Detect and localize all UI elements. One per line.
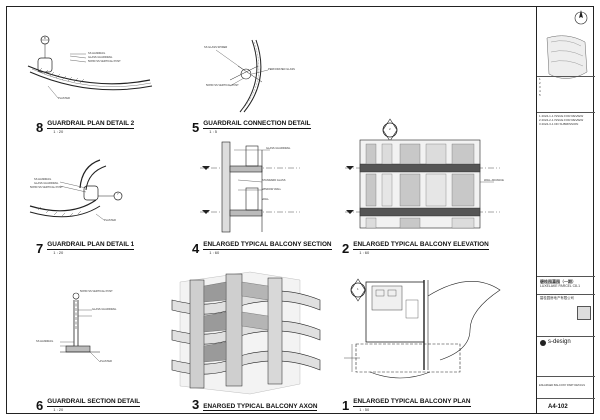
title-scale: 1 : 20 [53,406,64,412]
title-detail-5: 5 GUARDRAIL CONNECTION DETAIL 1 : 5 [192,120,311,134]
title-number: 5 [192,119,200,135]
title-number: 6 [36,397,44,413]
title-number: 4 [192,240,200,256]
note-d6-3: PLASTER [100,360,112,363]
client-logo [577,306,591,320]
title-detail-4: 4 ENLARGED TYPICAL BALCONY SECTION 1 : 6… [192,241,332,255]
title-detail-7: 7 GUARDRAIL PLAN DETAIL 1 1 : 20 [36,240,135,256]
tb-divider [537,112,595,113]
note-d5-0: SS GLASS SPIDER [204,46,228,49]
tb-divider [537,276,595,277]
title-name: GUARDRAIL SECTION DETAIL [47,398,141,407]
title-name: GUARDRAIL PLAN DETAIL 2 [47,120,135,129]
title-number: 7 [36,240,44,256]
title-scale: 1 : 20 [53,128,64,134]
title-name: GUARDRAIL CONNECTION DETAIL [203,120,311,129]
title-scale: 1 : 60 [359,249,370,255]
title-detail-3: 3 ENARGED TYPICAL BALCONY AXON [192,397,318,412]
tb-divider [537,336,595,337]
note-d8-0: SS HANDRAIL [88,52,106,55]
title-name: ENARGED TYPICAL BALCONY AXON [203,402,318,411]
tb-divider [537,376,595,377]
title-scale: 1 : 60 [209,249,220,255]
note-d7-0: SS HANDRAIL [34,178,52,181]
title-detail-8: 8 GUARDRAIL PLAN DETAIL 2 1 : 20 [36,119,135,135]
note-d8-1: GLASS GUARDRAIL [88,56,113,59]
tb-divider [537,294,595,295]
note-d7-3: PLASTER [104,219,116,222]
title-detail-2: 2 ENLARGED TYPICAL BALCONY ELEVATION 1 :… [342,241,489,255]
note-d4-2: WINDOW WALL [262,188,282,191]
project-name-en: LUXELAKE PARCEL C8-1 [540,284,580,288]
note-d7-1: GLASS GUARDRAIL [34,182,59,185]
note-d2-0: WALL ADVANCE [484,179,504,182]
callout-1-label: 1 [357,287,359,291]
note-d8-2: 50X50 SS VERTICAL POST [88,60,121,63]
sheet-number: A4-102 [548,404,568,410]
compass-icon [574,10,588,25]
note-d5-2: PERFORATED GLASS [268,68,295,71]
callout-7-label: 7 [117,192,119,196]
title-scale: 1 : 50 [359,406,370,412]
title-name: ENLARGED TYPICAL BALCONY SECTION [203,241,332,250]
rev-row-3: 3 2024-3-1 DD SUBMISSION [539,122,579,126]
firm-logo-icon [540,340,546,346]
title-number: 2 [342,240,350,256]
note-d7-2: 50X50 SS VERTICAL POST [30,186,63,189]
client-name: 碧桂园房地产有限公司 [540,296,574,300]
rev-row-1: 1 2024-1-1 ISSUE FOR REVIEW [539,114,584,118]
title-number: 8 [36,119,44,135]
title-detail-1: 1 ENLARGED TYPICAL BALCONY PLAN 1 : 50 [342,398,471,412]
tb-line-1: 1 [539,77,541,81]
tb-line-3: 3 [539,85,541,89]
title-number: 3 [192,397,200,412]
tb-divider [537,76,595,77]
tb-line-5: 5 [539,93,541,97]
title-scale: 1 : 5 [209,128,218,134]
project-name-cn: 碧桂园瀛园（一期） [540,279,576,284]
tb-line-4: 4 [539,89,541,93]
tb-divider [537,398,595,399]
note-d4-3: WALL [262,198,269,201]
title-name: ENLARGED TYPICAL BALCONY ELEVATION [353,241,489,250]
note-d6-1: GLASS GUARDRAIL [92,308,117,311]
note-d4-0: GLASS GUARDRAIL [266,147,291,150]
note-d6-2: SS HANDRAIL [36,340,54,343]
title-name: ENLARGED TYPICAL BALCONY PLAN [353,398,471,407]
rev-row-2: 2 2024-2-1 ISSUE FOR REVIEW [539,118,584,122]
note-d5-1: 50X50 SS VERTICAL POST [206,84,239,87]
note-d6-0: 50X50 SS VERTICAL POST [80,290,113,293]
title-name: GUARDRAIL PLAN DETAIL 1 [47,241,135,250]
callout-2-label: 2 [389,127,391,131]
title-block-panel: 1 2 3 4 5 1 2024-1-1 ISSUE FOR REVIEW 2 … [536,6,595,414]
title-detail-6: 6 GUARDRAIL SECTION DETAIL 1 : 20 [36,397,141,413]
callout-8-label: 8 [44,36,46,40]
title-scale: 1 : 20 [53,249,64,255]
note-d4-1: STANDARD GLASS [262,179,286,182]
tb-line-2: 2 [539,81,541,85]
firm-name: s-design [548,339,571,345]
note-d8-3: PLASTER [58,97,70,100]
sheet-border [6,6,594,414]
title-number: 1 [342,397,350,413]
key-plan-icon [546,35,588,79]
sheet-title: ENLARGED BALCONY PART DETAILS [539,384,586,387]
